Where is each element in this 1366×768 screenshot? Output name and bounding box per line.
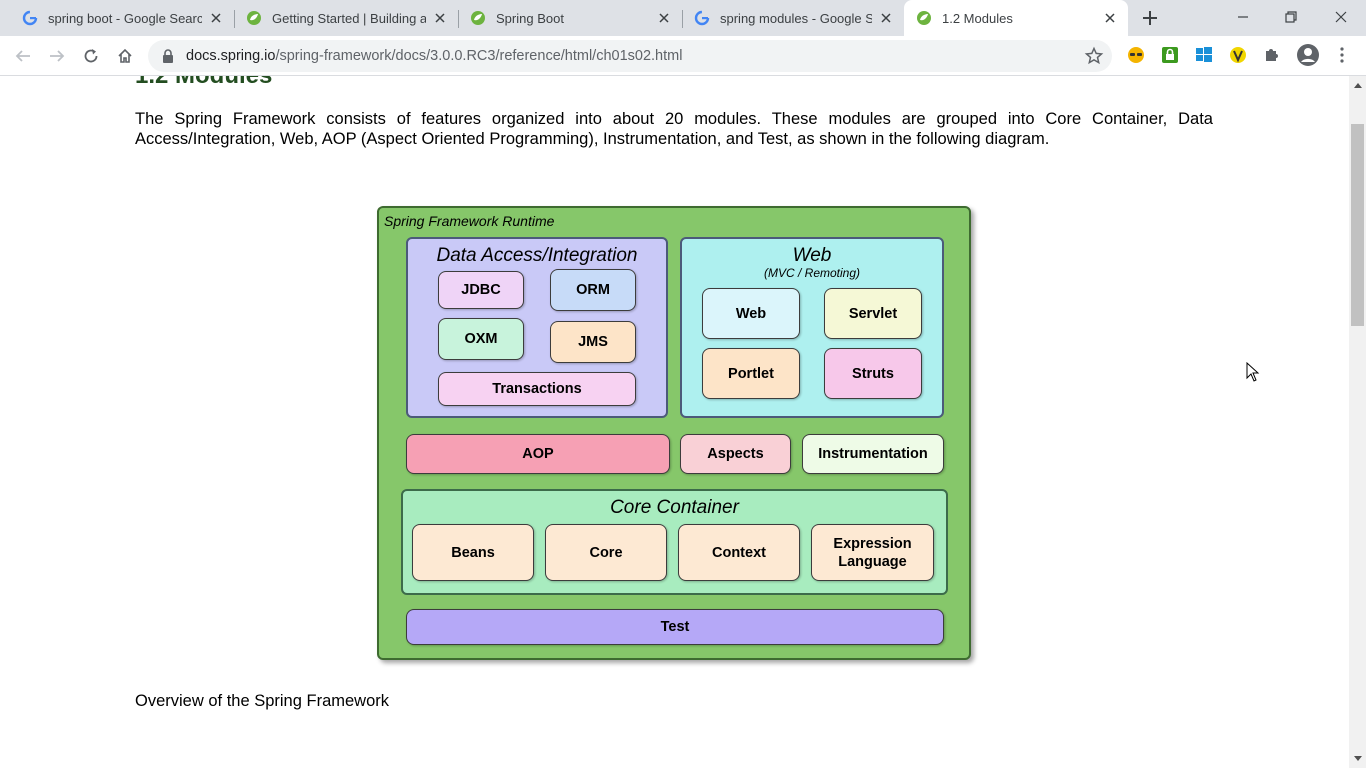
vertical-scrollbar[interactable] <box>1349 76 1366 768</box>
scrollbar-thumb[interactable] <box>1351 124 1364 326</box>
module-transactions: Transactions <box>438 372 636 406</box>
lock-icon[interactable] <box>160 48 176 64</box>
core-container-title: Core Container <box>610 497 739 518</box>
core-container-group: Core Container Beans Core Context Expres… <box>401 489 948 595</box>
tab-separator <box>682 10 683 28</box>
module-instrumentation: Instrumentation <box>802 434 944 474</box>
close-icon[interactable] <box>208 10 224 26</box>
module-test: Test <box>406 609 944 645</box>
close-window-button[interactable] <box>1318 0 1364 34</box>
scroll-up-arrow-icon[interactable] <box>1349 78 1366 92</box>
url-host: docs.spring.io <box>186 48 276 64</box>
module-expression-language: Expression Language <box>811 524 934 581</box>
module-context: Context <box>678 524 800 581</box>
home-button[interactable] <box>111 42 139 70</box>
web-group: Web (MVC / Remoting) Web Servlet Portlet… <box>680 237 944 418</box>
url-text[interactable]: docs.spring.io/spring-framework/docs/3.0… <box>186 40 682 72</box>
scroll-down-arrow-icon[interactable] <box>1349 752 1366 766</box>
spring-framework-diagram: Spring Framework Runtime Data Access/Int… <box>377 206 971 660</box>
tab-title: Getting Started | Building an Applicatio… <box>272 10 426 26</box>
menu-dots-icon[interactable] <box>1331 44 1353 66</box>
module-aspects: Aspects <box>680 434 791 474</box>
tab-title: Spring Boot <box>496 10 564 26</box>
lock-extension-icon[interactable] <box>1159 44 1181 66</box>
tab-spring-boot[interactable]: Spring Boot <box>458 0 683 36</box>
module-servlet: Servlet <box>824 288 922 339</box>
google-icon <box>22 10 38 26</box>
tab-1-2-modules[interactable]: 1.2 Modules <box>904 0 1128 36</box>
glasses-extension-icon[interactable] <box>1125 44 1147 66</box>
tab-strip: spring boot - Google Search Getting Star… <box>0 0 1366 36</box>
section-title: 1.2 Modules <box>135 76 272 90</box>
module-jms: JMS <box>550 321 636 363</box>
tab-title: spring boot - Google Search <box>48 10 202 26</box>
module-core: Core <box>545 524 667 581</box>
tab-title: spring modules - Google Search <box>720 10 872 26</box>
tab-title: 1.2 Modules <box>942 10 1013 26</box>
url-path: /spring-framework/docs/3.0.0.RC3/referen… <box>275 48 683 64</box>
data-access-group: Data Access/Integration JDBC ORM OXM JMS… <box>406 237 668 418</box>
windows-extension-icon[interactable] <box>1193 44 1215 66</box>
mouse-cursor-icon <box>1246 361 1260 382</box>
web-title: Web <box>792 245 832 266</box>
tab-getting-started[interactable]: Getting Started | Building an Applicatio… <box>234 0 459 36</box>
diagram-caption: Overview of the Spring Framework <box>135 692 390 710</box>
restore-button[interactable] <box>1268 0 1314 34</box>
web-subtitle: (MVC / Remoting) <box>763 266 861 280</box>
page-viewport: 1.2 Modules The Spring Framework consist… <box>0 76 1349 768</box>
tab-google-search-spring-modules[interactable]: spring modules - Google Search <box>682 0 904 36</box>
browser-toolbar: docs.spring.io/spring-framework/docs/3.0… <box>0 36 1366 76</box>
spring-icon <box>246 10 262 26</box>
reload-button[interactable] <box>77 42 105 70</box>
module-orm: ORM <box>550 269 636 311</box>
puzzle-icon[interactable] <box>1261 44 1283 66</box>
profile-icon[interactable] <box>1295 42 1321 68</box>
address-bar[interactable]: docs.spring.io/spring-framework/docs/3.0… <box>148 40 1112 72</box>
module-beans: Beans <box>412 524 534 581</box>
tab-separator <box>234 10 235 28</box>
forward-button[interactable] <box>43 42 71 70</box>
tab-separator <box>458 10 459 28</box>
bookmark-star-icon[interactable] <box>1084 46 1104 66</box>
module-jdbc: JDBC <box>438 271 524 309</box>
intro-paragraph: The Spring Framework consists of feature… <box>135 110 1213 148</box>
runtime-label: Spring Framework Runtime <box>384 213 555 229</box>
tab-google-search-spring-boot[interactable]: spring boot - Google Search <box>10 0 235 36</box>
minimize-button[interactable] <box>1220 0 1266 34</box>
new-tab-button[interactable] <box>1138 6 1162 30</box>
module-portlet: Portlet <box>702 348 800 399</box>
close-icon[interactable] <box>656 10 672 26</box>
module-web: Web <box>702 288 800 339</box>
spring-icon <box>470 10 486 26</box>
google-icon <box>694 10 710 26</box>
v-extension-icon[interactable] <box>1227 44 1249 66</box>
data-access-title: Data Access/Integration <box>436 245 638 266</box>
close-icon[interactable] <box>878 10 894 26</box>
module-struts: Struts <box>824 348 922 399</box>
close-icon[interactable] <box>432 10 448 26</box>
close-icon[interactable] <box>1102 10 1118 26</box>
back-button[interactable] <box>9 42 37 70</box>
module-aop: AOP <box>406 434 670 474</box>
spring-icon <box>916 10 932 26</box>
module-oxm: OXM <box>438 318 524 360</box>
